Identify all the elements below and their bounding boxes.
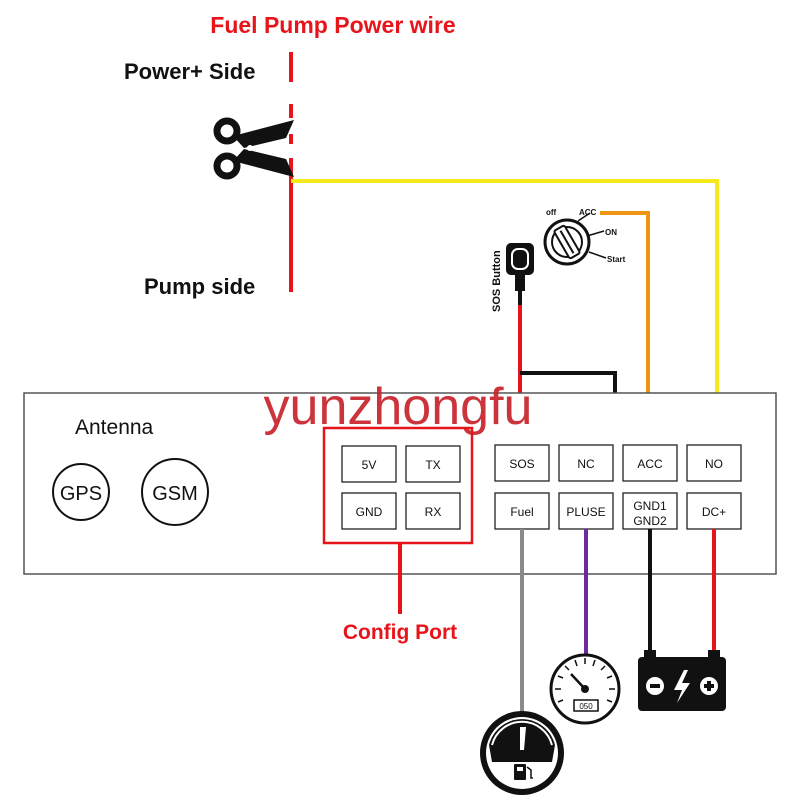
gps-label: GPS bbox=[60, 483, 102, 505]
terminal-dc-plus[interactable]: DC+ bbox=[686, 492, 742, 530]
sos-button-label: SOS Button bbox=[491, 250, 503, 312]
watermark: yunzhongfu bbox=[264, 378, 533, 436]
speedometer-reading: 050 bbox=[579, 702, 593, 711]
yellow-wire bbox=[291, 179, 719, 445]
ignition-on-label: ON bbox=[605, 228, 617, 237]
terminal-dc-plus-label: DC+ bbox=[702, 505, 726, 519]
terminal-sos[interactable]: SOS bbox=[494, 444, 550, 482]
terminal-nc-label: NC bbox=[577, 457, 595, 471]
terminal-gnd1-label: GND1 bbox=[633, 499, 667, 513]
gsm-label: GSM bbox=[152, 483, 198, 505]
antenna-label: Antenna bbox=[75, 416, 154, 439]
config-pin-tx-label: TX bbox=[425, 458, 440, 472]
terminal-fuel-label: Fuel bbox=[510, 505, 533, 519]
config-pin-5v[interactable]: 5V bbox=[341, 445, 397, 483]
orange-acc-wire bbox=[600, 211, 650, 445]
gsm-antenna-port[interactable]: GSM bbox=[141, 458, 209, 526]
terminal-sos-label: SOS bbox=[509, 457, 534, 471]
config-pin-5v-label: 5V bbox=[362, 458, 377, 472]
fuel-gauge-icon bbox=[480, 711, 564, 795]
speedometer-icon: 050 bbox=[549, 653, 621, 725]
config-pin-gnd-label: GND bbox=[356, 505, 383, 519]
ignition-start-label: Start bbox=[607, 255, 626, 264]
config-port-label: Config Port bbox=[343, 621, 457, 644]
battery-icon bbox=[638, 650, 726, 711]
terminal-no-label: NO bbox=[705, 457, 723, 471]
sos-button-icon[interactable] bbox=[506, 243, 534, 305]
gps-antenna-port[interactable]: GPS bbox=[52, 463, 110, 521]
terminal-acc[interactable]: ACC bbox=[622, 444, 678, 482]
ignition-acc-label: ACC bbox=[579, 208, 597, 217]
config-pin-tx[interactable]: TX bbox=[405, 445, 461, 483]
scissors-icon bbox=[213, 117, 294, 180]
ignition-switch-icon[interactable] bbox=[543, 212, 607, 266]
ignition-off-label: off bbox=[546, 208, 557, 217]
terminal-fuel[interactable]: Fuel bbox=[494, 492, 550, 530]
config-pin-gnd[interactable]: GND bbox=[341, 492, 397, 530]
terminal-gnd2-label: GND2 bbox=[633, 514, 667, 528]
config-pin-rx-label: RX bbox=[425, 505, 442, 519]
terminal-pluse-label: PLUSE bbox=[566, 505, 605, 519]
terminal-gnd[interactable]: GND1 GND2 bbox=[622, 492, 678, 530]
terminal-no[interactable]: NO bbox=[686, 444, 742, 482]
terminal-nc[interactable]: NC bbox=[558, 444, 614, 482]
power-side-label: Power+ Side bbox=[124, 59, 255, 84]
config-pin-rx[interactable]: RX bbox=[405, 492, 461, 530]
terminal-acc-label: ACC bbox=[637, 457, 663, 471]
pump-side-label: Pump side bbox=[144, 274, 255, 299]
terminal-pluse[interactable]: PLUSE bbox=[558, 492, 614, 530]
diagram-title: Fuel Pump Power wire bbox=[210, 12, 455, 38]
